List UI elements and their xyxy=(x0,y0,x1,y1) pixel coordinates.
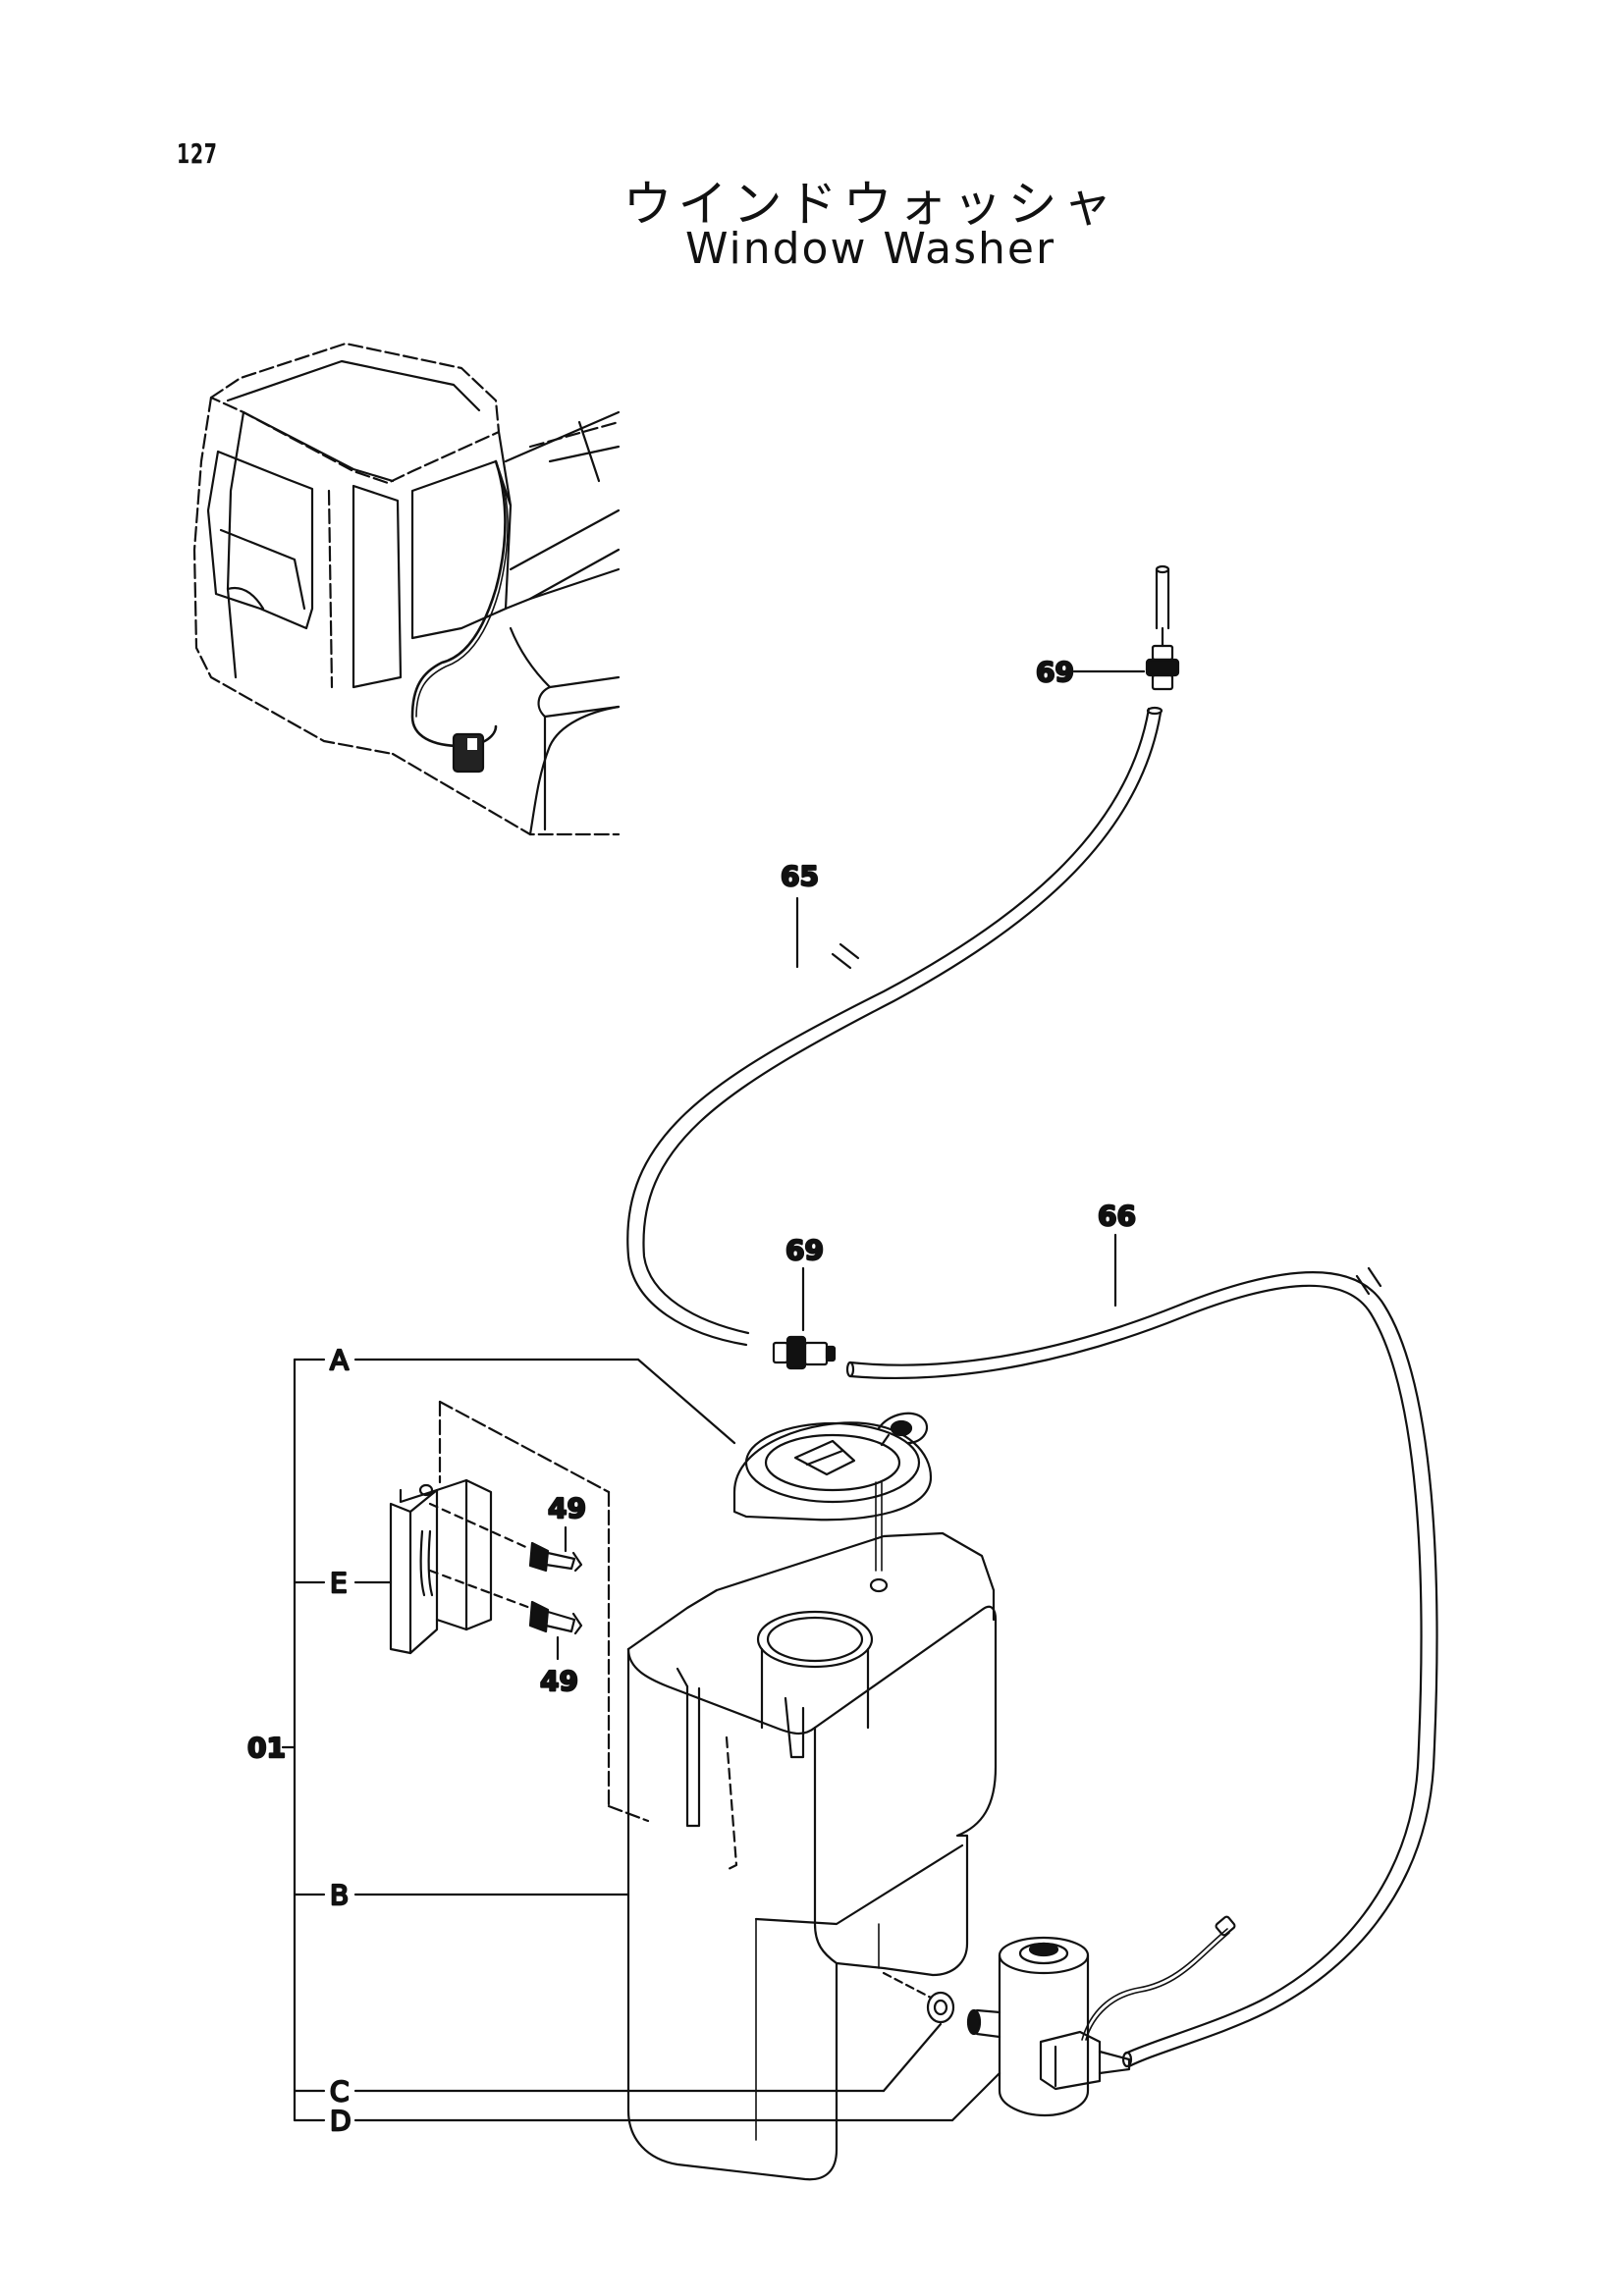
callout-66: 66 xyxy=(1098,1200,1136,1232)
bolt-49-top xyxy=(428,1502,583,1573)
bracket xyxy=(389,1400,650,1823)
callout-01: 01 xyxy=(247,1732,286,1764)
excavator-cab-illustration xyxy=(192,342,621,836)
washer-pump xyxy=(966,1915,1236,2117)
sub-item-a: A xyxy=(330,1344,349,1376)
callout-49-top: 49 xyxy=(548,1492,586,1524)
callout-69-mid: 69 xyxy=(785,1234,824,1266)
page-number: 127 xyxy=(177,137,218,170)
sub-item-e: E xyxy=(330,1567,348,1599)
tank-cap xyxy=(732,1412,933,1593)
sub-item-d: D xyxy=(330,2105,352,2137)
hose-65 xyxy=(626,706,1163,1347)
title-english: Window Washer xyxy=(684,224,1056,274)
callout-49-bottom: 49 xyxy=(540,1665,578,1697)
callout-69-top: 69 xyxy=(1036,656,1074,688)
grommet xyxy=(882,1971,955,2024)
title-japanese: ウインドウォッシャ xyxy=(622,176,1118,233)
sub-item-b: B xyxy=(330,1879,349,1911)
connector-69-top xyxy=(1145,626,1180,691)
callout-65: 65 xyxy=(781,860,819,892)
assembly-bracket-01 xyxy=(281,1358,1001,2122)
connector-69-mid xyxy=(772,1335,837,1370)
hose-66 xyxy=(845,1266,1438,2068)
upper-pipe-end xyxy=(1155,564,1170,630)
bolt-49-bottom xyxy=(428,1569,583,1635)
washer-tank xyxy=(626,1531,998,2181)
sub-item-c: C xyxy=(330,2075,350,2108)
